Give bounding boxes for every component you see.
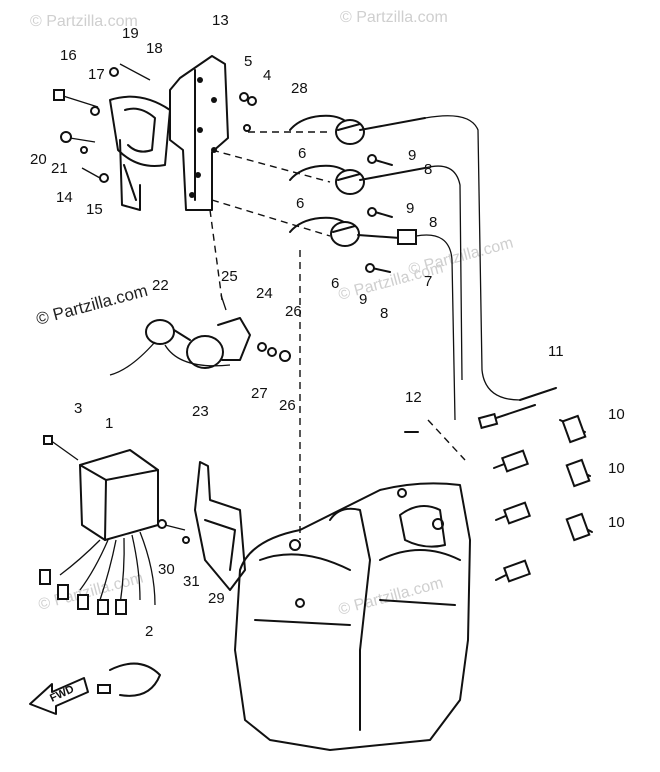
ignition-coil-bracket-drawing	[53, 55, 229, 211]
part-label-1: 1	[105, 415, 113, 432]
part-label-9b: 9	[406, 200, 414, 217]
part-label-17: 17	[88, 66, 105, 83]
part-label-29: 29	[208, 590, 225, 607]
part-label-6a: 6	[298, 145, 306, 162]
part-label-16: 16	[60, 47, 77, 64]
watermark-top-left: © Partzilla.com	[30, 13, 138, 30]
forward-arrow: FWD	[29, 677, 89, 715]
engine-block-drawing	[234, 482, 471, 751]
part-label-12: 12	[405, 389, 422, 406]
part-label-14: 14	[56, 189, 73, 206]
part-label-22: 22	[152, 277, 169, 294]
part-label-13: 13	[212, 12, 229, 29]
part-label-26a: 26	[285, 303, 302, 320]
part-label-8c: 8	[380, 305, 388, 322]
part-label-28: 28	[291, 80, 308, 97]
part-label-10a: 10	[608, 406, 625, 423]
watermark-top-right: © Partzilla.com	[340, 9, 448, 26]
part-label-9c: 9	[359, 291, 367, 308]
part-label-21: 21	[51, 160, 68, 177]
part-label-26b: 26	[279, 397, 296, 414]
part-label-20: 20	[30, 151, 47, 168]
part-label-6b: 6	[296, 195, 304, 212]
part-label-2: 2	[145, 623, 153, 640]
part-label-31: 31	[183, 573, 200, 590]
part-label-8a: 8	[424, 161, 432, 178]
part-label-15: 15	[86, 201, 103, 218]
part-label-30: 30	[158, 561, 175, 578]
part-label-7: 7	[424, 273, 432, 290]
watermark-bottom-left: © Partzilla.com	[37, 570, 146, 614]
part-label-27: 27	[251, 385, 268, 402]
part-label-24: 24	[256, 285, 273, 302]
watermark-bottom-right: © Partzilla.com	[337, 575, 446, 619]
cdi-bracket-drawing	[157, 461, 246, 591]
watermark-main: © Partzilla.com	[34, 281, 150, 329]
part-label-8b: 8	[429, 214, 437, 231]
part-label-18: 18	[146, 40, 163, 57]
band-drawing	[97, 662, 161, 697]
part-label-11: 11	[548, 343, 564, 360]
part-label-3: 3	[74, 400, 82, 417]
part-label-19: 19	[122, 25, 139, 42]
part-label-10c: 10	[608, 514, 625, 531]
part-label-25: 25	[221, 268, 238, 285]
rectifier-assembly-drawing	[109, 294, 291, 376]
spark-plug-drawings	[209, 115, 593, 583]
part-label-4: 4	[263, 67, 271, 84]
part-label-5: 5	[244, 53, 252, 70]
part-label-23: 23	[192, 403, 209, 420]
ignition-coil-drawings	[211, 92, 426, 273]
part-label-10b: 10	[608, 460, 625, 477]
part-label-6c: 6	[331, 275, 339, 292]
part-label-9a: 9	[408, 147, 416, 164]
